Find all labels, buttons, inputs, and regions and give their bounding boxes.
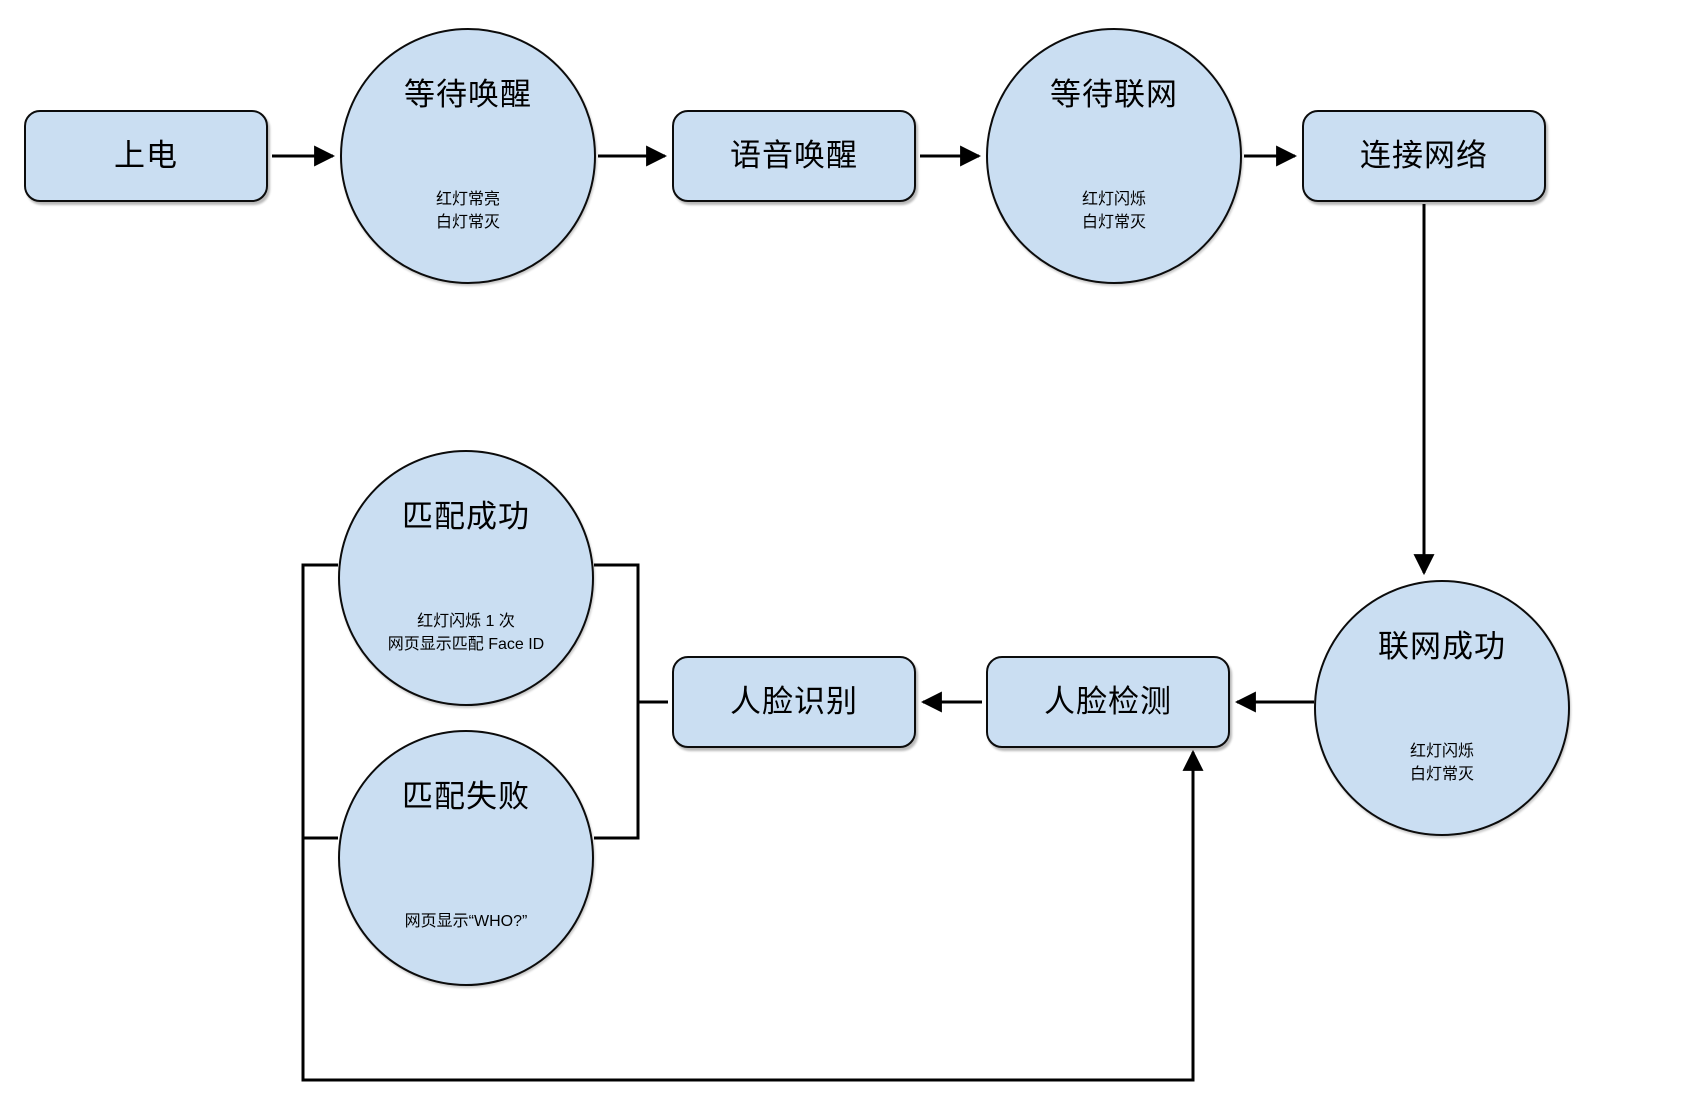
flow-node-sublabel-network-success: 红灯闪烁 白灯常灭 bbox=[1409, 743, 1474, 784]
flow-node-network-success[interactable]: 联网成功 红灯闪烁 白灯常灭 bbox=[1314, 580, 1570, 836]
flow-node-match-success[interactable]: 匹配成功 红灯闪烁 1 次 网页显示匹配 Face ID bbox=[338, 450, 594, 706]
edge-recognize-to-match-success bbox=[594, 563, 668, 704]
flow-node-title-voice-wakeup: 语音唤醒 bbox=[730, 137, 858, 173]
flow-node-sublabel-match-success: 红灯闪烁 1 次 网页显示匹配 Face ID bbox=[387, 613, 545, 654]
flow-node-title-wait-wakeup: 等待唤醒 bbox=[404, 77, 532, 112]
flow-node-sublabel-wait-wakeup: 红灯常亮 白灯常灭 bbox=[435, 191, 500, 232]
flow-node-voice-wakeup[interactable]: 语音唤醒 bbox=[672, 110, 916, 202]
flow-node-power-on[interactable]: 上电 bbox=[24, 110, 268, 202]
flow-node-wait-network[interactable]: 等待联网 红灯闪烁 白灯常灭 bbox=[986, 28, 1242, 284]
flow-node-face-detect[interactable]: 人脸检测 bbox=[986, 656, 1230, 748]
flow-node-title-face-recognize: 人脸识别 bbox=[730, 683, 858, 719]
flow-node-sublabel-match-fail: 网页显示“WHO?” bbox=[404, 913, 528, 930]
flow-node-title-power-on: 上电 bbox=[114, 137, 178, 173]
edge-match-success-feedback bbox=[301, 563, 338, 1080]
edge-recognize-to-match-fail bbox=[594, 700, 668, 840]
flow-node-wait-wakeup[interactable]: 等待唤醒 红灯常亮 白灯常灭 bbox=[340, 28, 596, 284]
flow-node-sublabel-wait-network: 红灯闪烁 白灯常灭 bbox=[1081, 191, 1146, 232]
flow-node-match-fail[interactable]: 匹配失败 网页显示“WHO?” bbox=[338, 730, 594, 986]
flow-node-connect-network[interactable]: 连接网络 bbox=[1302, 110, 1546, 202]
flow-node-title-connect-network: 连接网络 bbox=[1360, 137, 1488, 173]
flow-node-title-match-fail: 匹配失败 bbox=[402, 779, 530, 814]
flow-node-title-match-success: 匹配成功 bbox=[402, 499, 530, 534]
flow-node-title-network-success: 联网成功 bbox=[1378, 629, 1506, 664]
flow-node-title-wait-network: 等待联网 bbox=[1050, 77, 1178, 112]
flow-node-face-recognize[interactable]: 人脸识别 bbox=[672, 656, 916, 748]
flow-node-title-face-detect: 人脸检测 bbox=[1044, 683, 1172, 719]
